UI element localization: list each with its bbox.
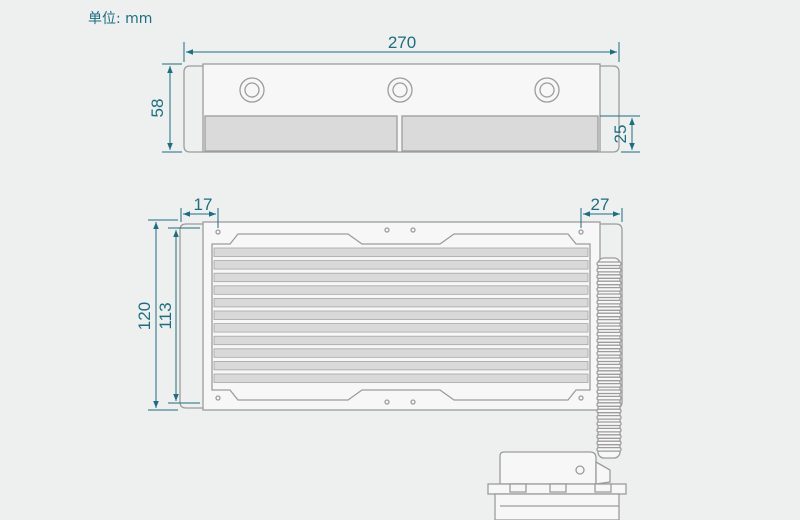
fan-left — [204, 115, 398, 152]
tube-segment — [596, 331, 622, 337]
right-end-tab — [600, 65, 620, 153]
radiator-fin — [213, 297, 589, 308]
tube-segment — [596, 389, 622, 395]
radiator-fin — [213, 373, 589, 383]
tube-segment — [596, 338, 622, 343]
radiator-fin — [213, 348, 589, 358]
tube-segment — [596, 286, 622, 292]
tube-segment — [596, 427, 622, 433]
tube-segment — [596, 344, 622, 350]
tube-segment — [596, 299, 622, 305]
tube-segment — [596, 261, 622, 267]
tube-segment — [596, 293, 622, 299]
radiator-fins — [213, 247, 589, 383]
tube-segment — [596, 325, 622, 331]
dim-right-offset-label: 27 — [591, 195, 610, 214]
tube-segment — [596, 434, 622, 439]
tube-segment — [596, 312, 622, 318]
tube-segment — [596, 414, 622, 420]
dim-width-label: 270 — [388, 33, 416, 52]
tube-segment — [596, 267, 622, 273]
dim-right-offset: 27 — [580, 195, 623, 228]
radiator-fin — [213, 285, 589, 295]
screw-holes — [239, 77, 560, 103]
radiator-fin — [213, 323, 589, 333]
coolant-tube — [596, 257, 622, 459]
radiator-fin — [213, 335, 589, 346]
tube-segment — [596, 402, 622, 407]
left-end-tab — [183, 65, 203, 153]
pump-block — [487, 451, 627, 520]
tube-segment — [596, 440, 622, 446]
tube-segment — [596, 408, 622, 414]
dim-width: 270 — [183, 33, 620, 62]
tube-segment — [596, 357, 622, 363]
mount-holes — [215, 227, 584, 405]
unit-label: 单位: mm — [88, 11, 153, 27]
fan-right — [401, 115, 599, 152]
dim-height: 58 — [148, 63, 182, 153]
dim-left-offset: 17 — [180, 195, 219, 228]
tube-segment — [596, 382, 622, 388]
dim-radiator-height: 120 — [135, 219, 178, 411]
radiator-fin — [213, 260, 589, 270]
dim-radiator-height-label: 120 — [135, 302, 154, 330]
tube-segment — [596, 274, 622, 279]
front-view: 120 113 17 27 — [135, 195, 627, 520]
radiator-fin — [213, 272, 589, 283]
dim-height-label: 58 — [148, 99, 167, 118]
tube-segment — [596, 306, 622, 311]
radiator-fin — [213, 360, 589, 371]
dim-core-height: 113 — [156, 227, 200, 404]
tube-segment — [596, 376, 622, 382]
dim-fan: 25 — [600, 115, 640, 153]
tube-segment — [596, 350, 622, 356]
dim-fan-label: 25 — [611, 125, 630, 144]
tube-segment — [596, 363, 622, 369]
dim-left-offset-label: 17 — [194, 195, 213, 214]
tube-segment — [596, 280, 622, 286]
tube-segment — [596, 370, 622, 375]
side-view: 270 58 25 — [148, 33, 640, 153]
radiator-fin — [213, 247, 589, 257]
left-tank — [179, 223, 203, 409]
tube-segment — [596, 318, 622, 324]
tube-segment — [596, 395, 622, 401]
tube-segment — [596, 446, 622, 452]
radiator-fin — [213, 310, 589, 320]
dim-core-height-label: 113 — [156, 302, 175, 329]
tube-segment — [596, 421, 622, 427]
